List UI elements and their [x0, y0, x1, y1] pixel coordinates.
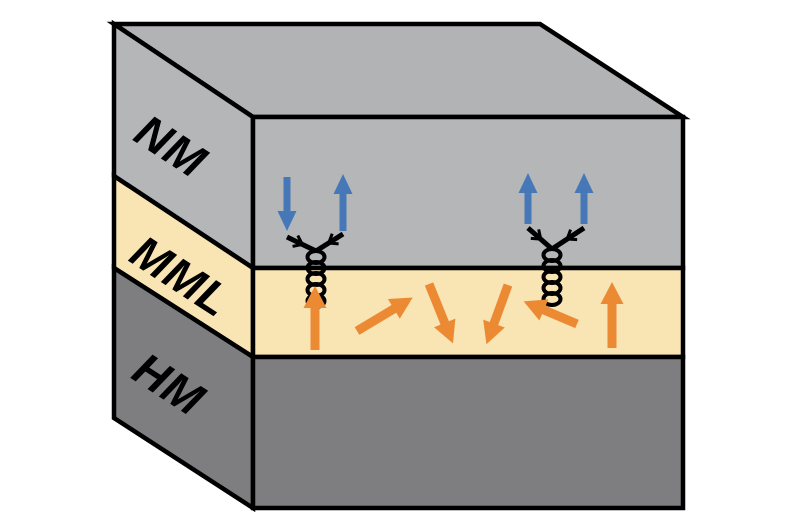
left-spin-pair [277, 174, 353, 231]
spin-down-arrow [277, 177, 297, 231]
propagator-line-left [285, 234, 318, 254]
spin-up-arrow [518, 173, 538, 224]
propagator-line-left [526, 226, 554, 251]
hm-layer-front-face [250, 354, 686, 511]
right-spin-pair [518, 173, 594, 224]
diagram-root: NM MML HM [106, 19, 691, 513]
moment-arrow-up [600, 282, 624, 348]
propagator-line-right [550, 225, 586, 252]
moment-arrow-up-right [354, 297, 413, 335]
propagator-line-right [314, 231, 345, 254]
nm-layer-front-face [250, 114, 686, 271]
spin-up-arrow [574, 173, 594, 224]
moment-arrow-down-left [483, 283, 513, 345]
moment-arrows [303, 282, 624, 350]
moment-arrow-up-left [523, 299, 579, 329]
spring-coil-icon [541, 247, 563, 307]
moment-arrow-down-right [424, 282, 456, 344]
spin-up-arrow [333, 174, 353, 231]
moment-arrow-up [303, 286, 327, 350]
